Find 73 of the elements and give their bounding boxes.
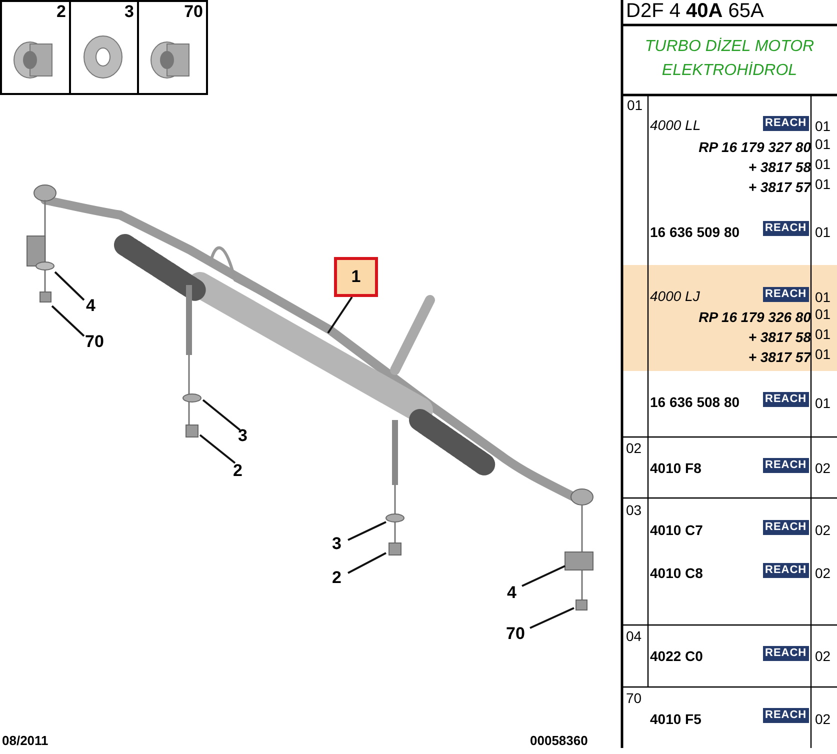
- reference-number: 70: [626, 690, 642, 706]
- part-number: + 3817 57: [748, 349, 811, 365]
- leader-line: [54, 271, 85, 301]
- reference-number: 02: [626, 440, 642, 456]
- callout-number: 70: [85, 333, 104, 351]
- callout-number: 70: [506, 625, 525, 643]
- quantity: 02: [815, 711, 831, 727]
- callout-number: 2: [233, 462, 242, 480]
- part-thumbnail-card: [137, 0, 208, 95]
- part-number: RP 16 179 327 80: [698, 139, 811, 155]
- quantity: 01: [815, 136, 831, 152]
- part-number: 4010 F8: [650, 460, 702, 476]
- table-subheader: ELEKTROHİDROL: [660, 62, 798, 80]
- quantity: 01: [815, 306, 831, 322]
- leader-line: [327, 296, 353, 334]
- part-thumbnail-card: [0, 0, 71, 95]
- leader-line: [202, 399, 241, 431]
- part-number: 4010 C8: [650, 565, 703, 581]
- part-number: 4010 F5: [650, 711, 702, 727]
- footer-note: 00058360: [530, 733, 588, 749]
- part-number: 4022 C0: [650, 648, 703, 664]
- reach-badge: REACH: [763, 563, 809, 578]
- quantity: 01: [815, 289, 831, 305]
- callout-number: 1: [334, 257, 378, 297]
- reach-badge: REACH: [763, 520, 809, 535]
- reach-badge: REACH: [763, 646, 809, 661]
- part-number: 16 636 508 80: [650, 394, 740, 410]
- leader-line: [199, 434, 236, 464]
- reach-badge: REACH: [763, 221, 809, 236]
- part-number: + 3817 58: [748, 329, 811, 345]
- part-reference: 4000 LL: [650, 117, 701, 133]
- callout-number: 70: [184, 3, 203, 21]
- quantity: 02: [815, 522, 831, 538]
- quantity: 02: [815, 565, 831, 581]
- leader-line: [348, 521, 386, 541]
- part-number: + 3817 57: [748, 179, 811, 195]
- quantity: 01: [815, 176, 831, 192]
- callout-number: 3: [332, 535, 342, 553]
- footer-note: 08/2011: [2, 733, 48, 749]
- part-number: 4010 C7: [650, 522, 703, 538]
- quantity: 01: [815, 224, 831, 240]
- part-reference: 4000 LJ: [650, 288, 700, 304]
- leader-line: [530, 607, 574, 629]
- callout-number: 3: [124, 3, 134, 21]
- quantity: 02: [815, 648, 831, 664]
- quantity: 01: [815, 118, 831, 134]
- leader-line: [522, 565, 566, 587]
- quantity: 02: [815, 460, 831, 476]
- reference-number: 03: [626, 502, 642, 518]
- reach-badge: REACH: [763, 392, 809, 407]
- quantity: 01: [815, 156, 831, 172]
- quantity: 01: [815, 346, 831, 362]
- part-number: 16 636 509 80: [650, 224, 740, 240]
- callout-number: 4: [507, 584, 516, 602]
- table-header: D2F 4 40A 65A: [626, 0, 764, 22]
- callout-number: 2: [56, 3, 66, 21]
- quantity: 01: [815, 395, 831, 411]
- reach-badge: REACH: [763, 116, 809, 131]
- callout-number: 3: [238, 427, 248, 445]
- leader-line: [51, 305, 85, 337]
- part-number: RP 16 179 326 80: [698, 309, 811, 325]
- reference-number: 01: [627, 97, 643, 113]
- part-number: + 3817 58: [748, 159, 811, 175]
- reach-badge: REACH: [763, 708, 809, 723]
- leader-line: [348, 552, 386, 574]
- reach-badge: REACH: [763, 287, 809, 302]
- reference-number: 04: [626, 628, 642, 644]
- callout-number: 2: [332, 569, 342, 587]
- table-subheader: TURBO DİZEL MOTOR: [644, 38, 816, 56]
- part-thumbnail-card: [69, 0, 139, 95]
- callout-number: 4: [86, 297, 96, 315]
- reach-badge: REACH: [763, 458, 809, 473]
- quantity: 01: [815, 326, 831, 342]
